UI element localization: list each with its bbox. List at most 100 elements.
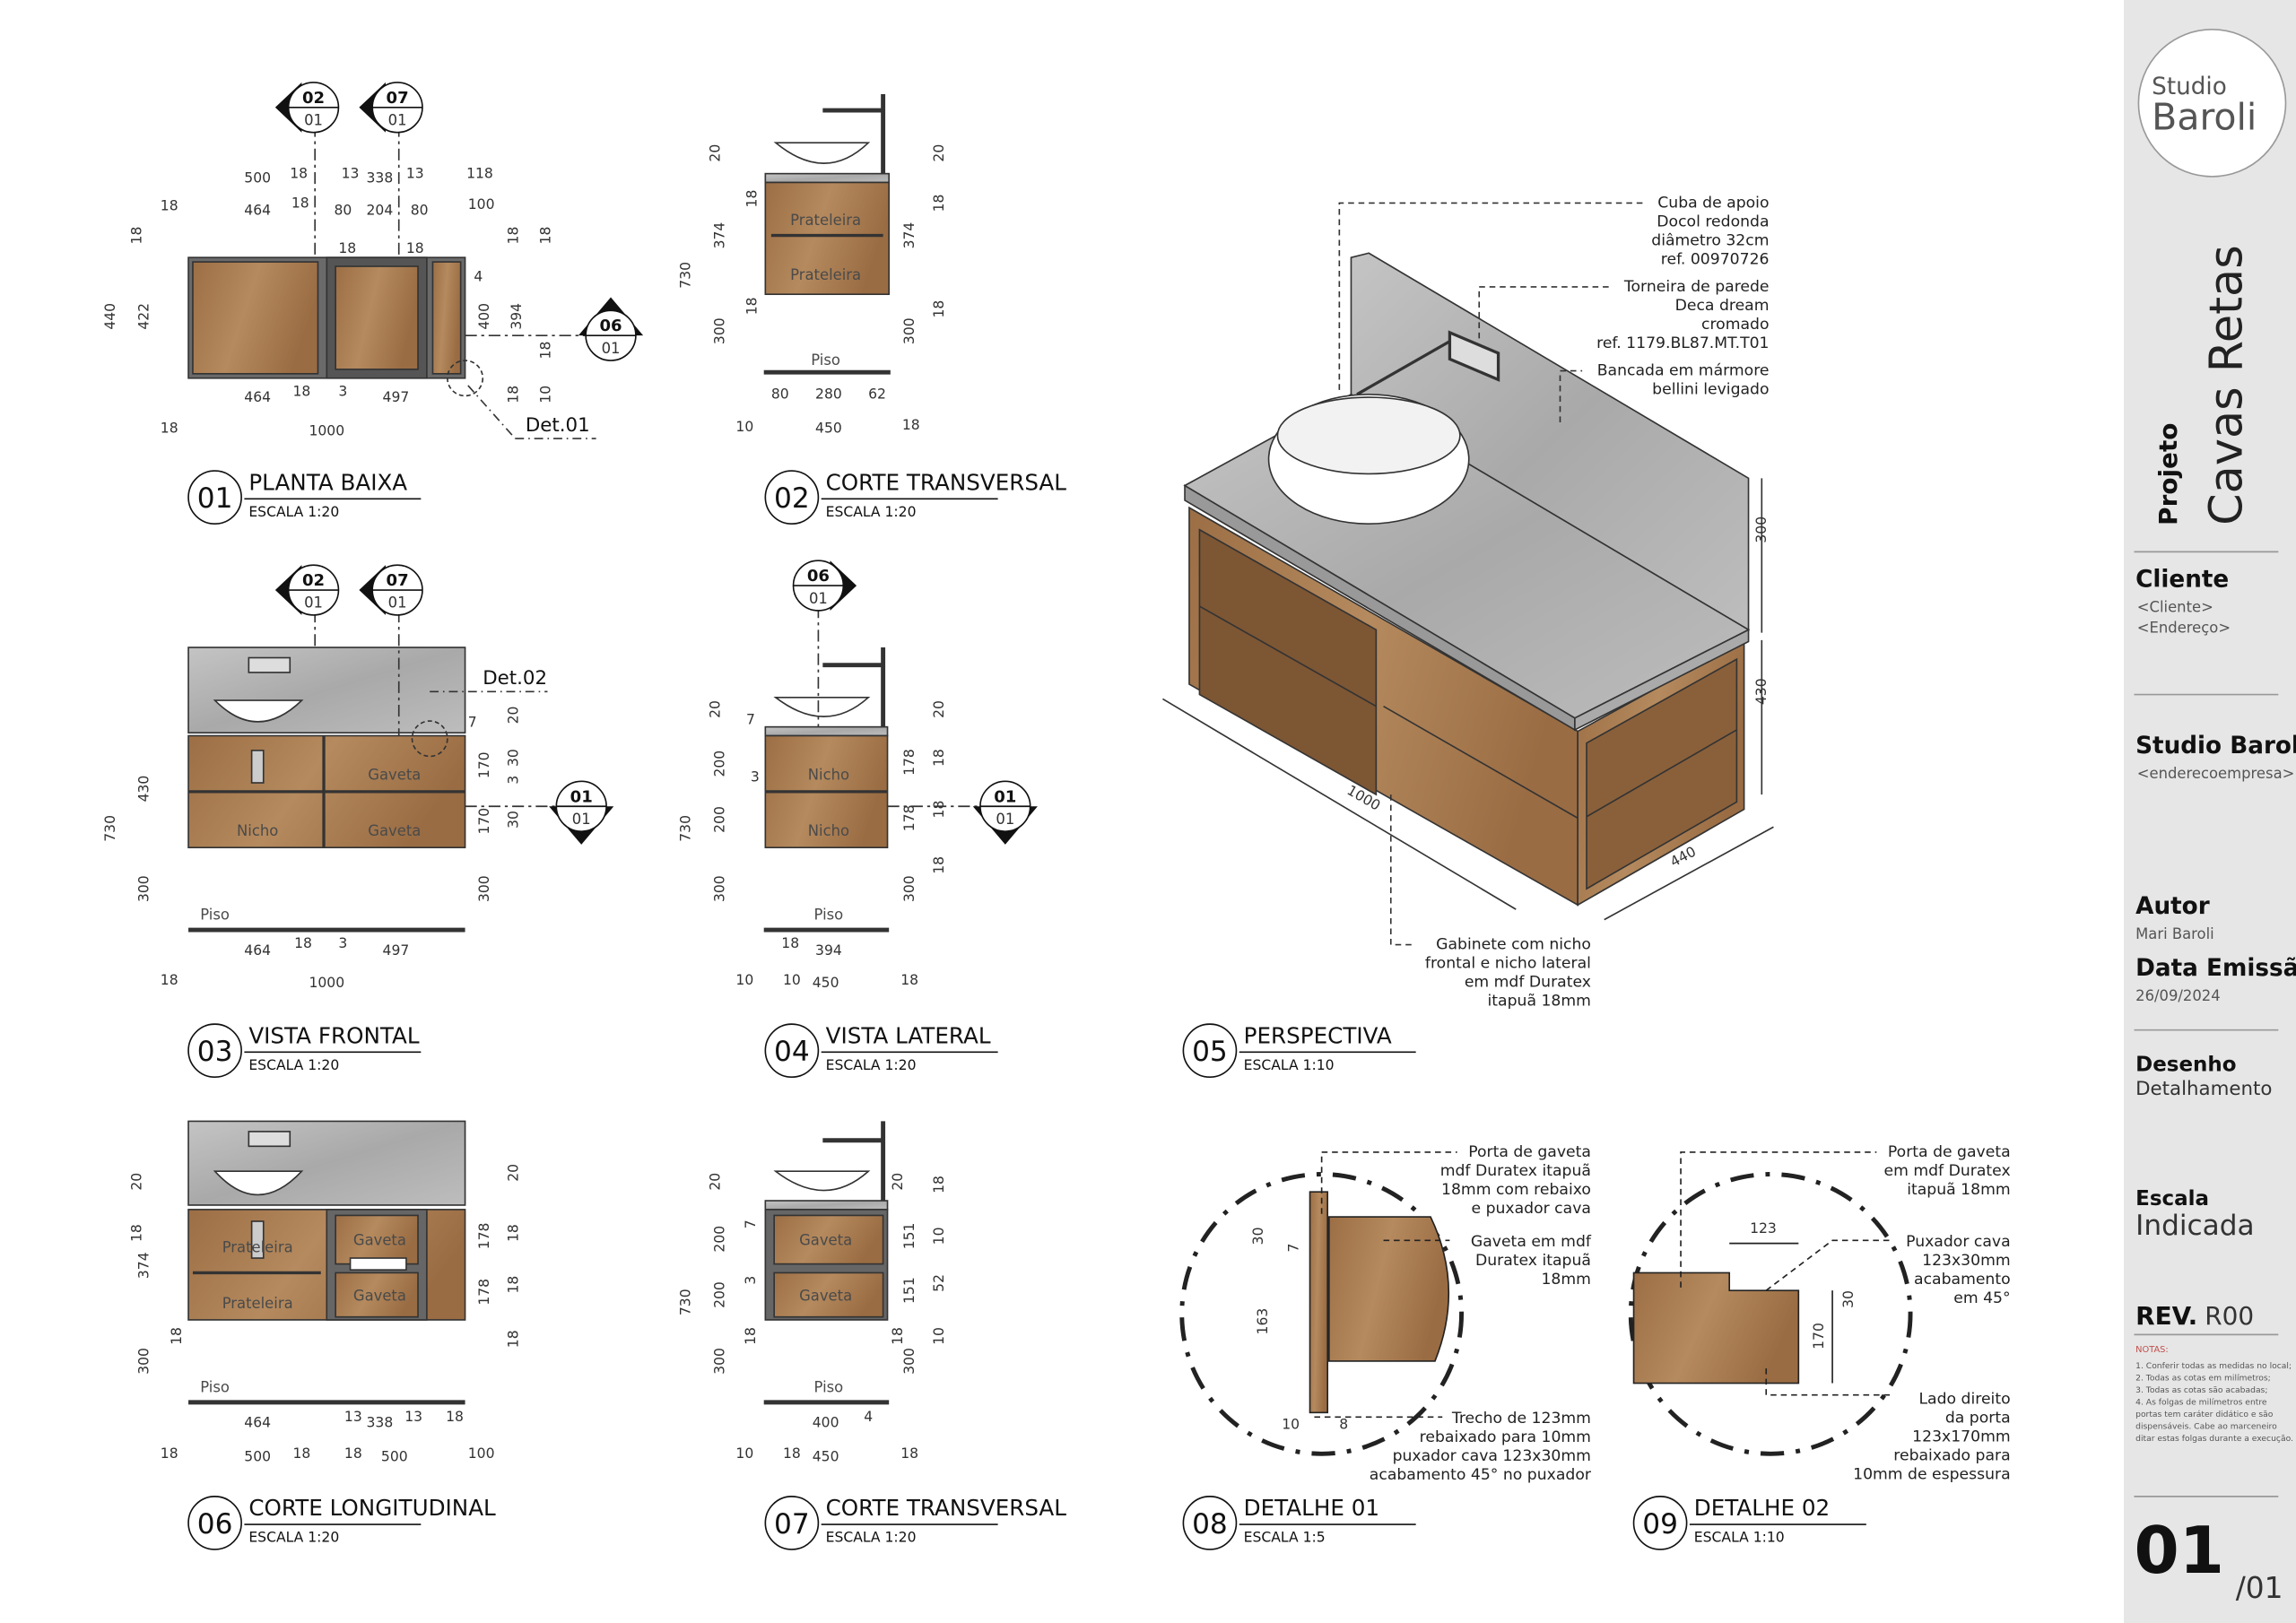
dimension-label: 730 xyxy=(678,815,694,842)
marker-number: 07 xyxy=(387,571,409,590)
dimension-label: 18 xyxy=(344,1445,362,1462)
company-heading: Studio Baroli xyxy=(2135,733,2296,759)
dimension-label: 18 xyxy=(161,420,178,436)
dimension-label: 300 xyxy=(711,875,727,902)
callout-note: ref. 00970726 xyxy=(1661,250,1770,268)
dimension-label: 374 xyxy=(901,222,918,249)
note-line: ditar estas folgas durante a execução. xyxy=(2135,1434,2293,1444)
view-number: 01 xyxy=(197,482,233,515)
callout-note: Puxador cava xyxy=(1906,1233,2011,1251)
part-label: Prateleira xyxy=(222,1238,293,1255)
view-number: 02 xyxy=(774,482,810,515)
dimension-label: 300 xyxy=(136,1348,152,1375)
logo-text: Studio xyxy=(2152,74,2227,100)
view-title: CORTE TRANSVERSAL xyxy=(826,1495,1067,1521)
part-label: Nicho xyxy=(808,822,849,839)
view-number: 03 xyxy=(197,1036,233,1068)
dimension-label: 4 xyxy=(474,268,483,284)
dimension-label: 10 xyxy=(931,1327,947,1345)
view-title: CORTE LONGITUDINAL xyxy=(248,1495,496,1521)
dimension-label: 280 xyxy=(815,386,842,403)
part-label: Nicho xyxy=(808,767,849,784)
callout-note: frontal e nicho lateral xyxy=(1425,954,1591,972)
dimension-label: 10 xyxy=(735,972,753,988)
dimension-label: 151 xyxy=(901,1277,918,1304)
dimension-label: 30 xyxy=(1840,1290,1857,1308)
dimension-label: 338 xyxy=(367,169,394,186)
callout-note: e puxador cava xyxy=(1472,1200,1591,1218)
dimension-label: 200 xyxy=(711,751,727,777)
note-line: 4. As folgas de milímetros entre xyxy=(2135,1397,2267,1407)
part-label: Prateleira xyxy=(790,212,861,229)
callout-note: Torneira de parede xyxy=(1623,278,1770,296)
dimension-label: 18 xyxy=(291,195,309,211)
view-scale: ESCALA 1:20 xyxy=(826,1530,917,1546)
callout-note: rebaixado para xyxy=(1893,1447,2010,1465)
view-detalhe-02 xyxy=(1628,1151,1913,1456)
view-number-circle xyxy=(1182,1023,1238,1079)
dimension-label: 178 xyxy=(901,749,918,776)
marker-number: 06 xyxy=(599,317,622,335)
dimension-label: 13 xyxy=(344,1409,362,1425)
view-number: 05 xyxy=(1192,1036,1228,1068)
marker-number: 01 xyxy=(994,787,1016,806)
part-label: Gaveta xyxy=(799,1288,852,1305)
notes-heading: NOTAS: xyxy=(2135,1345,2169,1355)
dimension-label: 18 xyxy=(744,190,760,208)
note-line: portas tem caráter didático e são xyxy=(2135,1410,2274,1419)
marker-sheet: 01 xyxy=(572,811,591,828)
part-label: Piso xyxy=(200,907,230,924)
dimension-label: 430 xyxy=(1753,678,1770,705)
view-title: DETALHE 01 xyxy=(1244,1495,1379,1521)
dimension-label: 3 xyxy=(338,935,347,951)
dimension-label: 20 xyxy=(506,707,522,725)
view-number: 07 xyxy=(774,1508,810,1541)
note-line: 2. Todas as cotas em milímetros; xyxy=(2135,1374,2271,1384)
dimension-label: 497 xyxy=(383,942,410,959)
view-number: 08 xyxy=(1192,1508,1228,1541)
dimension-label: 52 xyxy=(931,1274,947,1292)
dimension-label: 18 xyxy=(292,383,310,399)
callout-note: bellini levigado xyxy=(1652,380,1769,398)
part-label: Prateleira xyxy=(790,266,861,283)
dimension-label: 7 xyxy=(1285,1244,1301,1253)
dimension-label: 18 xyxy=(294,935,312,951)
dimension-label: 18 xyxy=(338,240,356,256)
view-corte-transversal-07 xyxy=(763,1121,890,1405)
marker-sheet: 01 xyxy=(388,595,407,612)
dimension-label: 151 xyxy=(901,1223,918,1250)
view-perspectiva xyxy=(1161,202,1774,946)
dimension-label: 464 xyxy=(244,203,271,219)
view-title: VISTA LATERAL xyxy=(826,1022,991,1048)
dimension-label: 13 xyxy=(404,1409,422,1425)
dimension-label: 18 xyxy=(506,1224,522,1242)
logo-text: Baroli xyxy=(2152,95,2257,138)
callout-note: mdf Duratex itapuã xyxy=(1440,1162,1591,1180)
view-number-circle xyxy=(1182,1496,1238,1550)
dimension-label: 170 xyxy=(1811,1323,1827,1350)
dimension-label: 374 xyxy=(711,222,727,249)
callout-note: Duratex itapuã xyxy=(1475,1252,1591,1270)
author-heading: Autor xyxy=(2135,893,2210,920)
callout-note: 123x170mm xyxy=(1912,1428,2010,1446)
dimension-label: 178 xyxy=(476,1223,492,1250)
callout-note: 123x30mm xyxy=(1922,1252,2011,1270)
dimension-label: 422 xyxy=(136,303,152,330)
dimension-label: 394 xyxy=(815,942,842,959)
view-number-circle xyxy=(1632,1496,1688,1550)
part-label: Gaveta xyxy=(799,1231,852,1248)
dimension-label: 13 xyxy=(342,166,360,182)
dimension-label: 18 xyxy=(129,1224,145,1242)
dimension-label: 18 xyxy=(890,1327,906,1345)
dimension-label: 3 xyxy=(506,776,522,785)
part-label: Piso xyxy=(814,1378,844,1395)
dimension-label: 170 xyxy=(476,751,492,778)
dimension-label: 18 xyxy=(931,195,947,213)
